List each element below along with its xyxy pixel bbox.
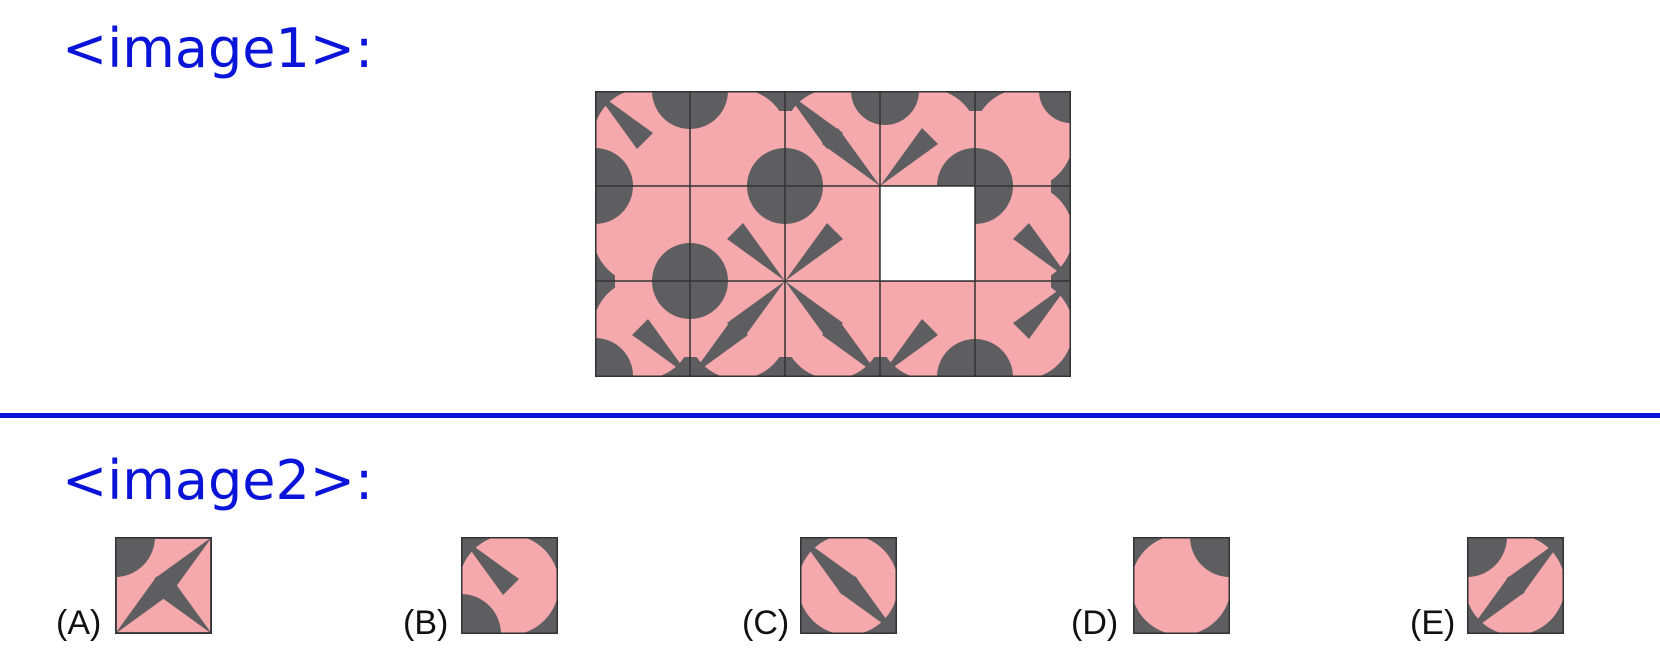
option-c-tile[interactable]	[800, 537, 897, 634]
option-e-tile[interactable]	[1467, 537, 1564, 634]
option-d-label: (D)	[1071, 604, 1119, 642]
option-a-label: (A)	[56, 604, 102, 642]
section-divider	[0, 413, 1660, 418]
option-a-tile[interactable]	[115, 537, 212, 634]
image1-heading: <image1>:	[62, 17, 374, 80]
option-b-tile[interactable]	[461, 537, 558, 634]
option-e-label: (E)	[1410, 604, 1456, 642]
image2-heading: <image2>:	[62, 449, 374, 512]
option-b-label: (B)	[403, 604, 449, 642]
missing-tile	[879, 185, 976, 282]
puzzle-pattern-grid	[595, 91, 1071, 377]
option-d-tile[interactable]	[1133, 537, 1230, 634]
option-c-label: (C)	[742, 604, 790, 642]
